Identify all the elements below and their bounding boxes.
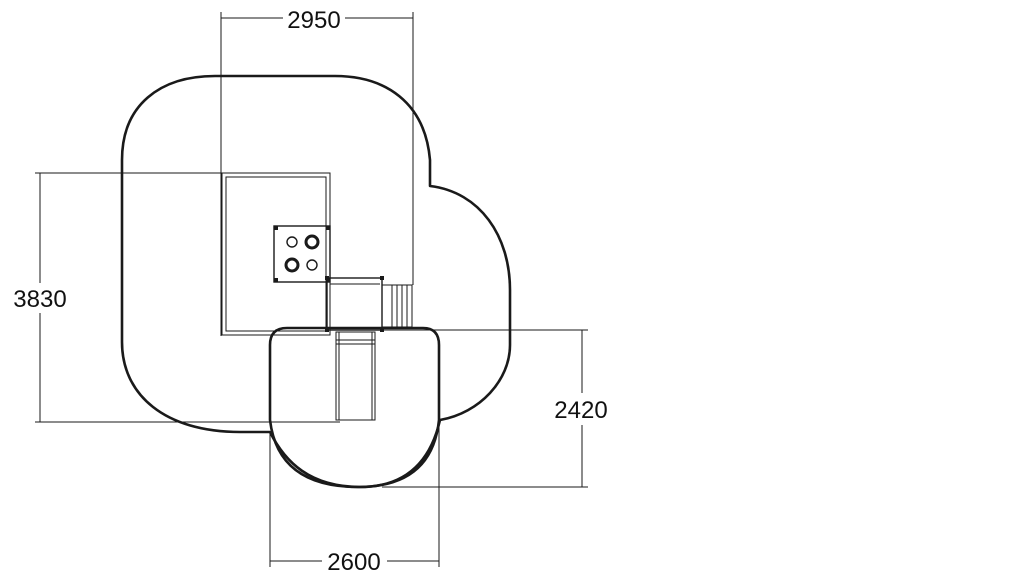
dimension-right: 2420: [382, 329, 608, 488]
tower-deck: [325, 276, 384, 332]
ring-icon: [306, 259, 318, 271]
dimension-bottom: 2600: [269, 420, 440, 575]
stairs: [381, 284, 413, 328]
ring-icon: [286, 236, 298, 248]
dimension-right-label: 2420: [554, 397, 607, 424]
safety-zone-outline: [120, 74, 512, 489]
slide-zone-outline: [268, 326, 441, 489]
ring-icon: [284, 257, 300, 273]
dimension-top-label: 2950: [287, 7, 340, 34]
ring-icon: [304, 234, 320, 250]
dimension-top: 2950: [220, 7, 414, 336]
platform-frame: [221, 172, 331, 336]
dimension-left: 3830: [13, 172, 340, 423]
game-panel: [273, 225, 331, 283]
dimension-bottom-label: 2600: [327, 549, 380, 575]
slide: [335, 331, 376, 421]
dimension-left-label: 3830: [13, 286, 66, 313]
